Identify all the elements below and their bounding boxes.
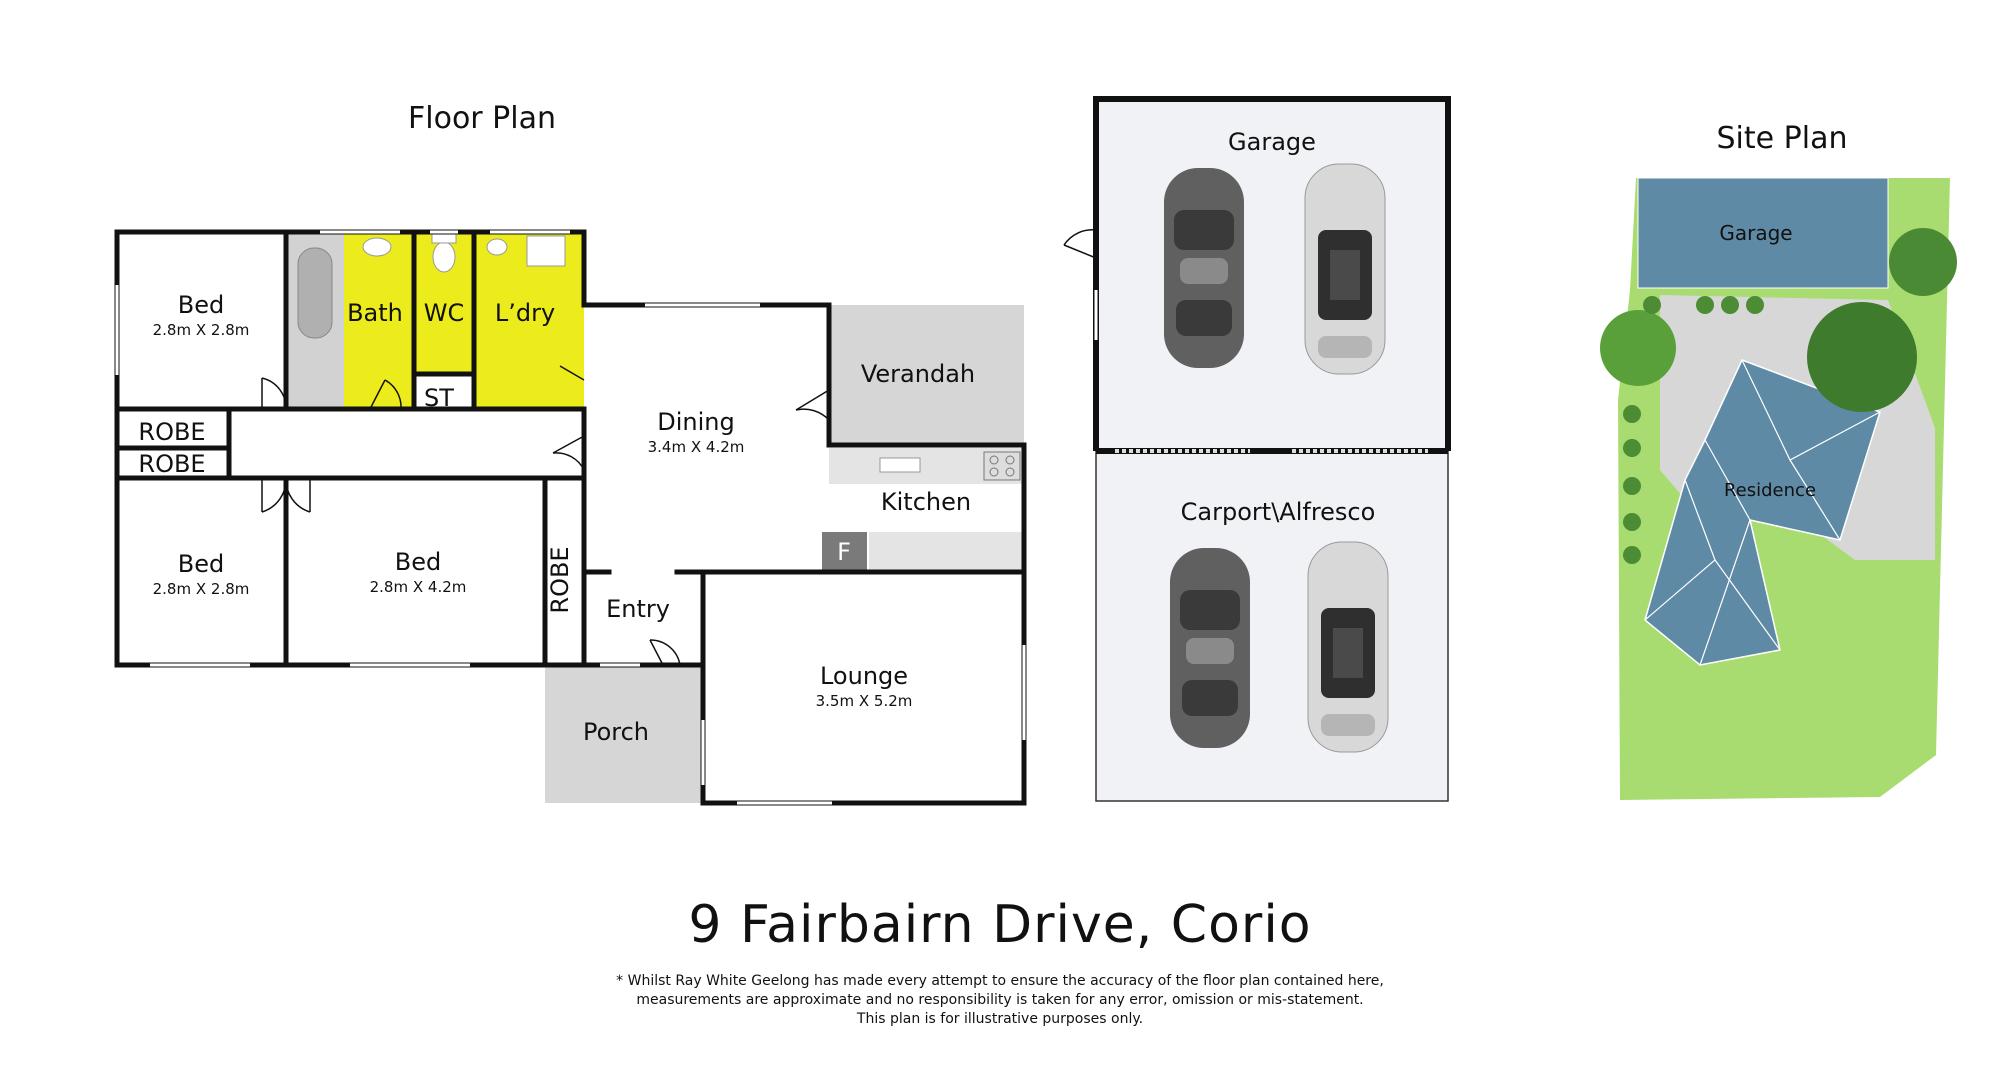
bed-1: Bed 2.8m X 2.8m <box>153 291 250 339</box>
bath-basin-icon <box>362 237 392 257</box>
bed-3-dims: 2.8m X 4.2m <box>370 578 467 596</box>
robe-3-label: ROBE <box>546 546 574 613</box>
lounge-dims: 3.5m X 5.2m <box>816 692 913 710</box>
toilet-cistern-icon <box>431 233 457 244</box>
site-garage-label: Garage <box>1719 221 1792 245</box>
garage-plan: Garage Carport\Alfresco <box>1063 96 1451 802</box>
bed-2-dims: 2.8m X 2.8m <box>153 580 250 598</box>
porch-label: Porch <box>583 718 649 746</box>
lounge: Lounge 3.5m X 5.2m <box>816 662 913 710</box>
residence-roof <box>1644 359 1881 666</box>
site-plan: Site Plan Garage Residence <box>1600 121 1957 800</box>
site-plan-heading: Site Plan <box>1717 121 1848 156</box>
bed-2-label: Bed <box>178 550 224 578</box>
car-icon <box>1170 548 1250 748</box>
entry-label: Entry <box>606 595 670 623</box>
disclaimer-line: * Whilst Ray White Geelong has made ever… <box>616 973 1384 989</box>
laundry-tub-icon <box>526 235 566 267</box>
carport-floor <box>1096 451 1448 801</box>
kitchen-label: Kitchen <box>881 488 971 516</box>
store-label: ST <box>424 384 454 412</box>
windows <box>115 230 1026 805</box>
residence-roof-ridges <box>1644 359 1881 666</box>
wc-label: WC <box>424 299 465 327</box>
doors <box>261 365 830 666</box>
verandah-label: Verandah <box>861 360 975 388</box>
dining: Dining 3.4m X 4.2m <box>648 408 745 456</box>
car-icon <box>1307 541 1389 753</box>
dining-label: Dining <box>657 408 734 436</box>
robe-2-label: ROBE <box>138 450 205 478</box>
bed-2: Bed 2.8m X 2.8m <box>153 550 250 598</box>
site-residence-label: Residence <box>1724 480 1816 501</box>
bath-label: Bath <box>347 299 403 327</box>
bed-1-label: Bed <box>178 291 224 319</box>
garage-walls <box>1093 96 1451 451</box>
palm-tree-icon <box>1600 310 1676 386</box>
floor-plan-heading: Floor Plan <box>408 101 556 136</box>
garage-side-door <box>1063 229 1097 259</box>
kitchen-sink-icon <box>879 457 921 473</box>
site-garage-roof <box>1637 177 1889 289</box>
laundry-basin-icon <box>486 238 508 256</box>
carport-outline <box>1095 451 1449 802</box>
tree-icon <box>1807 302 1917 412</box>
robe-1-label: ROBE <box>138 418 205 446</box>
property-address: 9 Fairbairn Drive, Corio <box>688 895 1312 955</box>
kitchen-bench-bottom <box>869 532 1025 570</box>
bed-3-label: Bed <box>395 548 441 576</box>
cooktop-icon <box>983 451 1021 481</box>
garage-floor <box>1096 99 1448 451</box>
verandah-fill <box>829 305 1024 445</box>
dining-dims: 3.4m X 4.2m <box>648 438 745 456</box>
disclaimer-line: This plan is for illustrative purposes o… <box>856 1011 1144 1027</box>
fridge-label: F <box>837 538 851 566</box>
disclaimer-line: measurements are approximate and no resp… <box>636 992 1364 1008</box>
car-icon <box>1304 163 1386 375</box>
fridge <box>822 532 867 570</box>
garage-label: Garage <box>1228 128 1316 156</box>
disclaimer: * Whilst Ray White Geelong has made ever… <box>0 972 2000 1029</box>
shrub-icons <box>1623 296 1764 564</box>
floor-plan: Floor Plan <box>114 101 1027 806</box>
porch-fill <box>545 667 703 803</box>
laundry-label: L’dry <box>495 299 555 327</box>
tree-icon <box>1889 228 1957 296</box>
car-icon <box>1164 168 1244 368</box>
bed-1-dims: 2.8m X 2.8m <box>153 321 250 339</box>
carport-label: Carport\Alfresco <box>1181 498 1376 526</box>
bed-3: Bed 2.8m X 4.2m <box>370 548 467 596</box>
lounge-label: Lounge <box>820 662 908 690</box>
toilet-icon <box>432 241 456 273</box>
bathtub-icon <box>297 247 333 339</box>
